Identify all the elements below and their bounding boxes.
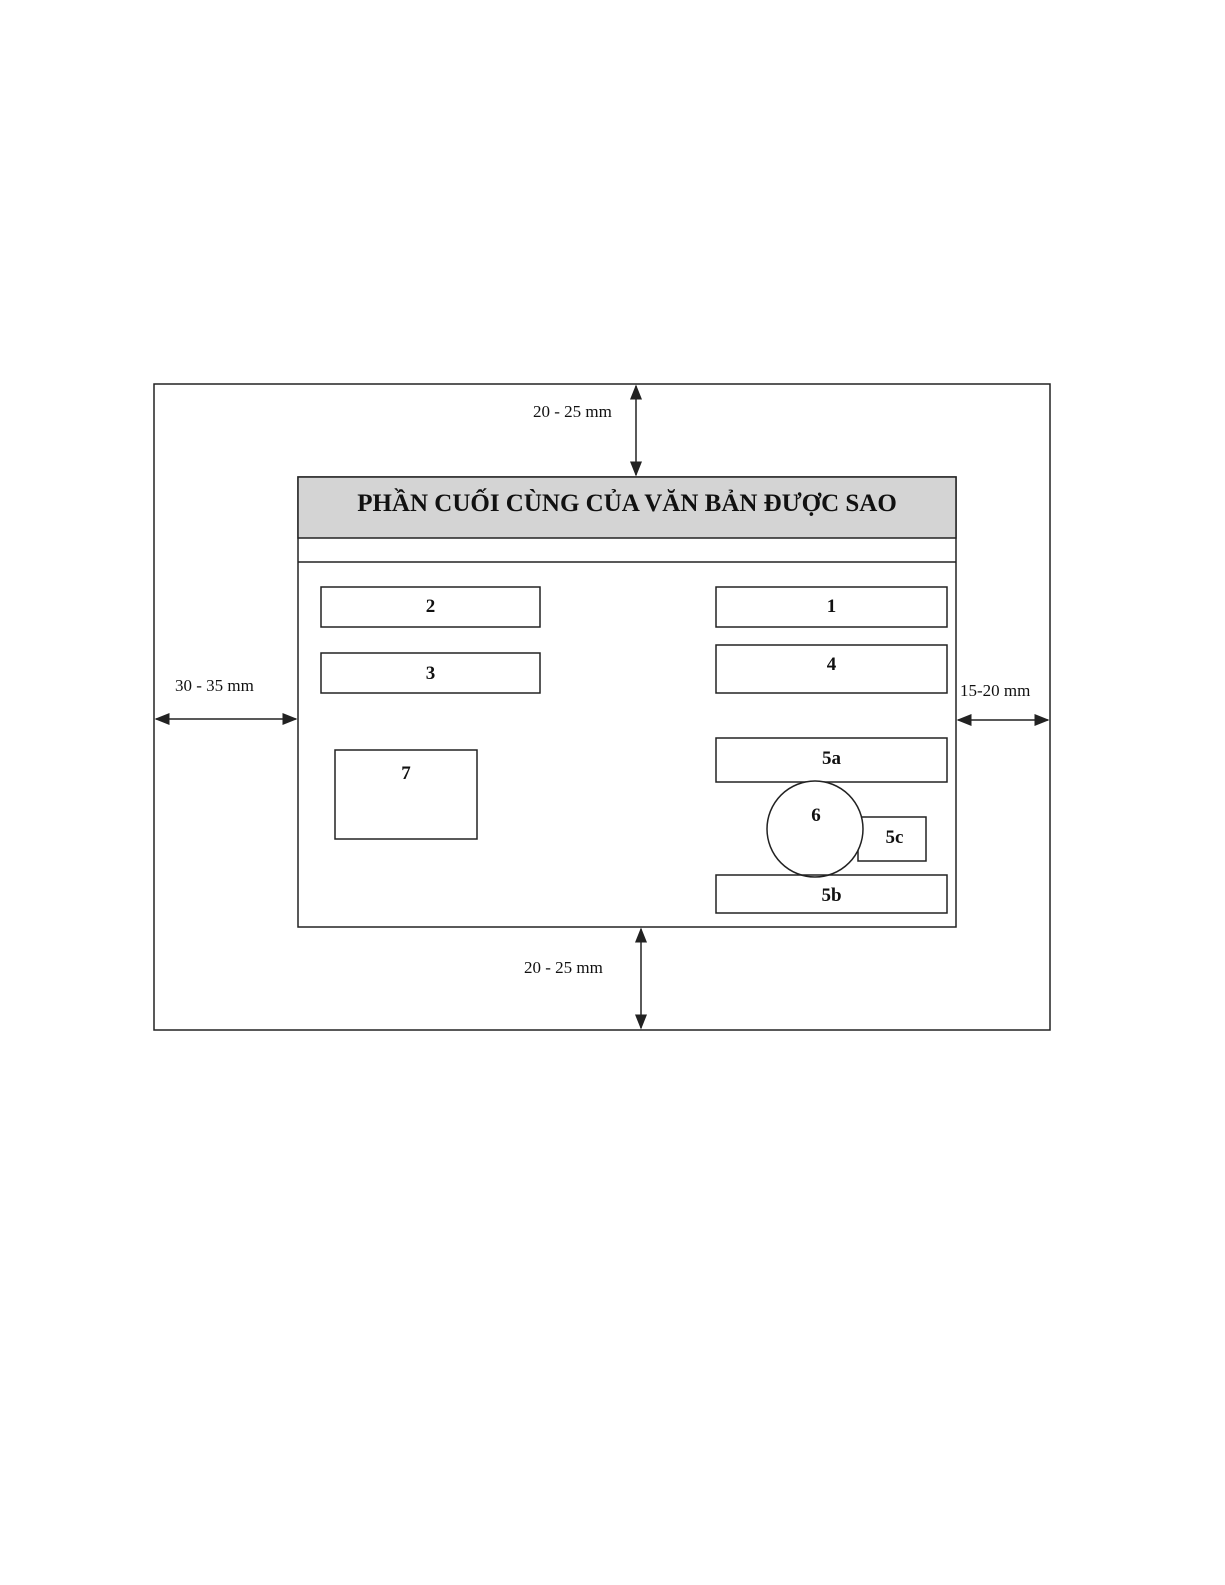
box-7-label: 7	[401, 763, 411, 784]
box-1-label: 1	[826, 596, 837, 617]
box-1	[715, 586, 948, 628]
box-2-label: 2	[425, 596, 436, 617]
circle-6-label: 6	[811, 805, 821, 826]
box-4-label: 4	[826, 654, 837, 675]
diagram-title: PHẦN CUỐI CÙNG CỦA VĂN BẢN ĐƯỢC SAO	[357, 490, 897, 517]
right-margin-label: 15-20 mm	[960, 681, 1031, 700]
top-margin-label: 20 - 25 mm	[533, 402, 612, 421]
bottom-margin-label: 20 - 25 mm	[524, 958, 603, 977]
box-5b	[715, 874, 948, 914]
seal-circle-6	[766, 780, 864, 878]
box-4	[715, 644, 948, 694]
box-3-label: 3	[425, 663, 436, 684]
box-7	[334, 749, 478, 840]
box-5b-label: 5b	[821, 885, 842, 906]
page-frame	[153, 383, 1051, 1031]
box-5a	[715, 737, 948, 783]
box-5c-label: 5c	[885, 827, 904, 848]
title-band	[297, 476, 957, 539]
box-3	[320, 652, 541, 694]
left-margin-label: 30 - 35 mm	[175, 676, 254, 695]
box-2	[320, 586, 541, 628]
box-5a-label: 5a	[822, 748, 841, 769]
box-5c	[857, 816, 927, 862]
